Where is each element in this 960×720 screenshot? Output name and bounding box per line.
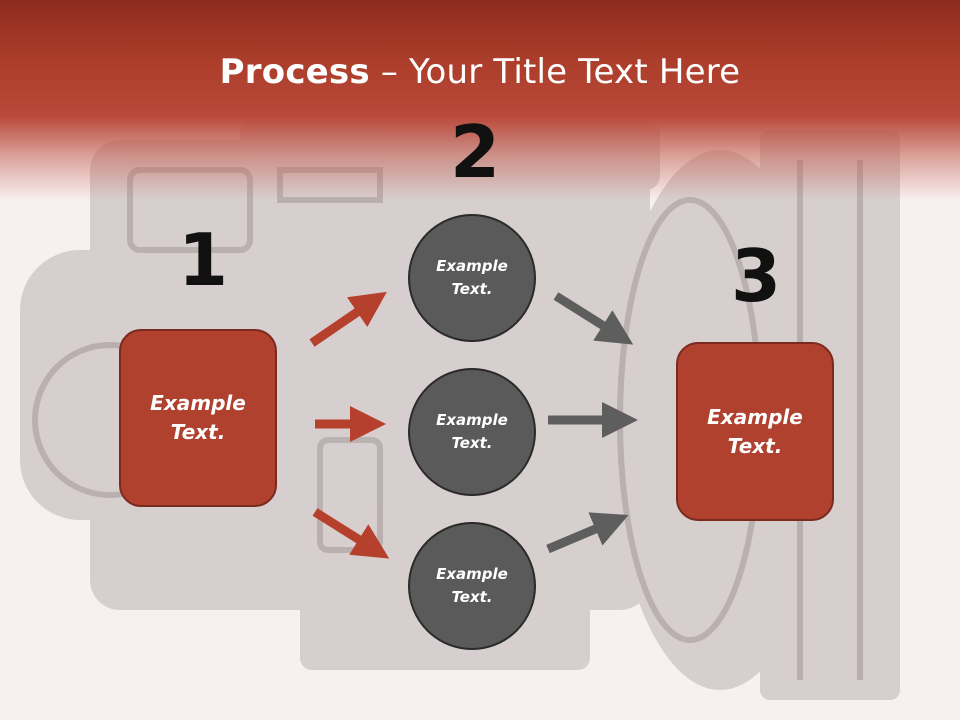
step-1-box[interactable]: Example Text. [119, 329, 277, 507]
title-dash: – [369, 52, 410, 92]
step-number-1: 1 [178, 218, 229, 302]
arrow-box1-to-circle-top [309, 291, 387, 347]
step-2-circle-middle[interactable]: Example Text. [408, 368, 536, 496]
step-number-3: 3 [731, 234, 782, 318]
arrow-box1-to-circle-bottom [312, 508, 390, 559]
slide-title: Process – Your Title Text Here [0, 52, 960, 92]
step-3-box-text: Example Text. [707, 404, 803, 458]
step-number-2: 2 [450, 110, 501, 194]
title-bold: Process [219, 52, 370, 92]
circle-top-text: Example Text. [436, 257, 508, 298]
step-2-circle-bottom[interactable]: Example Text. [408, 522, 536, 650]
step-2-circle-top[interactable]: Example Text. [408, 214, 536, 342]
title-band [0, 0, 960, 200]
circle-bottom-text: Example Text. [436, 565, 508, 606]
arrow-circle-top-to-box3 [553, 292, 634, 345]
arrow-circle-bottom-to-box3 [546, 512, 629, 554]
step-1-box-text: Example Text. [150, 391, 246, 444]
step-3-box[interactable]: Example Text. [676, 342, 834, 521]
title-rest: Your Title Text Here [409, 52, 741, 92]
circle-middle-text: Example Text. [436, 411, 508, 452]
